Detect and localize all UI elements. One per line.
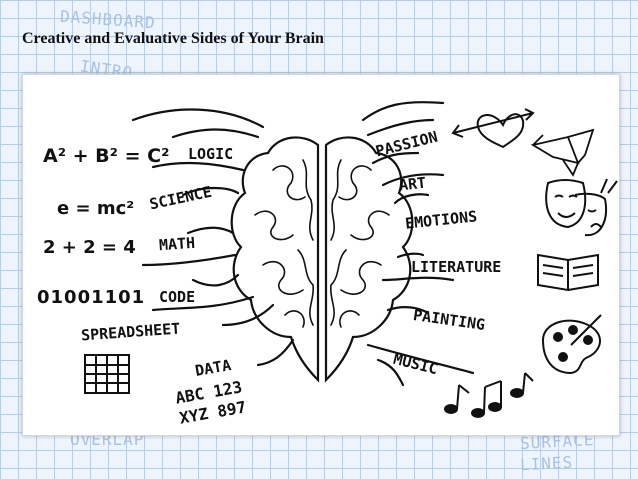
brain-left-hemisphere <box>230 136 320 383</box>
slide-title: Creative and Evaluative Sides of Your Br… <box>22 30 324 47</box>
label-art: ART <box>398 173 427 195</box>
passion-connector <box>366 118 435 137</box>
binary-code-text: 01001101 <box>37 287 146 308</box>
paint-palette-icon <box>541 314 602 375</box>
brain-illustration-card: A² + B² = C² e = mc² 2 + 2 = 4 01001101 … <box>22 74 620 436</box>
label-code: CODE <box>159 288 196 306</box>
label-literature: LITERATURE <box>411 258 502 276</box>
label-logic: LOGIC <box>188 145 234 163</box>
spreadsheet-connector <box>221 303 275 327</box>
equation-addition: 2 + 2 = 4 <box>43 237 136 258</box>
heart-arrow-icon <box>451 108 535 149</box>
label-math: MATH <box>158 233 196 255</box>
music-notes-icon <box>444 372 534 418</box>
equation-pythagorean: A² + B² = C² <box>43 145 170 167</box>
grid-spreadsheet-icon <box>84 354 130 394</box>
ghost-text-dashboard: DASHBOARD <box>59 6 157 33</box>
theater-masks-icon <box>545 178 618 237</box>
brain-diagram <box>84 101 618 418</box>
paper-crane-icon <box>530 128 595 177</box>
open-book-icon <box>537 253 599 292</box>
ghost-text-lines: LINES <box>519 452 574 475</box>
code-connector <box>191 273 240 287</box>
art-connector <box>371 151 420 165</box>
logic-connector <box>171 128 260 139</box>
brain-right-hemisphere <box>324 136 414 383</box>
math-connector <box>186 226 235 235</box>
data-connector <box>256 338 295 367</box>
literature-connector <box>396 252 425 259</box>
equation-energy: e = mc² <box>57 198 135 219</box>
emotions-connector <box>393 193 430 205</box>
music-connector <box>376 358 405 387</box>
science-connector <box>181 186 240 197</box>
